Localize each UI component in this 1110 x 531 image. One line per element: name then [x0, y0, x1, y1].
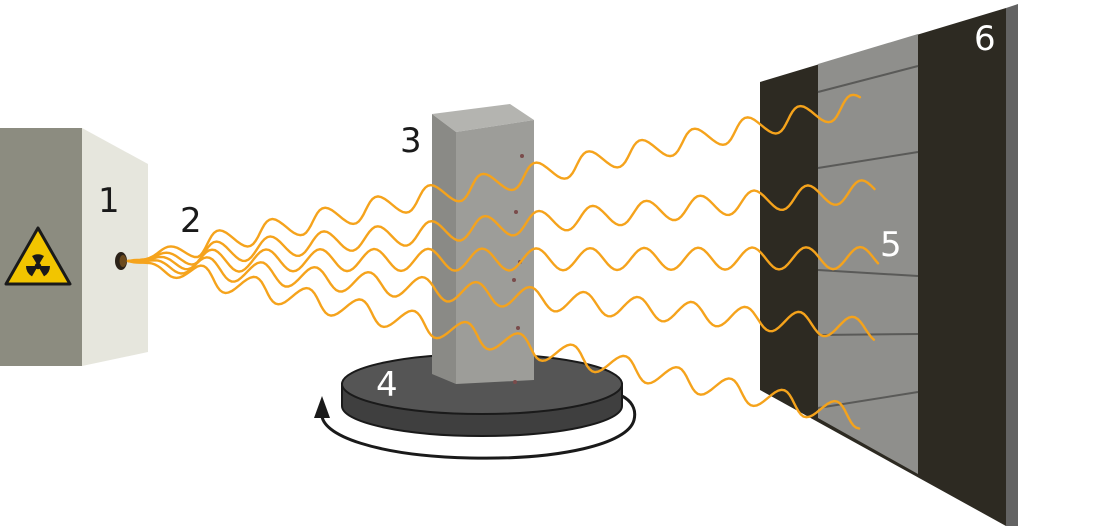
- label-radiation: 2: [180, 201, 202, 241]
- sample-top: [432, 104, 534, 132]
- radiation-wave: [126, 256, 876, 341]
- detector-line: [817, 151, 919, 169]
- shield-edge: [1006, 4, 1018, 526]
- concrete-sample: [432, 104, 534, 384]
- radiation-wave: [126, 179, 876, 266]
- turntable: [314, 353, 637, 460]
- sample-front: [432, 114, 456, 384]
- label-turntable: 4: [376, 365, 398, 405]
- radiation-wave: [126, 93, 862, 263]
- radiation-wave: [126, 259, 861, 430]
- rotation-arrow-icon: [314, 394, 637, 460]
- source-box-front: [82, 128, 148, 366]
- radiation-wave: [126, 245, 880, 273]
- detector-line: [817, 65, 919, 93]
- label-shield: 6: [974, 19, 996, 59]
- label-sample: 3: [400, 121, 422, 161]
- source-box: [0, 128, 148, 366]
- label-source: 1: [98, 181, 120, 221]
- radiation-waves: [126, 93, 880, 430]
- radiation-hazard-icon: [4, 226, 72, 286]
- detector-panel: [818, 34, 918, 474]
- detector-line: [817, 391, 919, 409]
- detector-line: [817, 269, 919, 277]
- sample-face: [456, 120, 534, 384]
- label-detector: 5: [880, 225, 902, 265]
- detector: [817, 34, 919, 474]
